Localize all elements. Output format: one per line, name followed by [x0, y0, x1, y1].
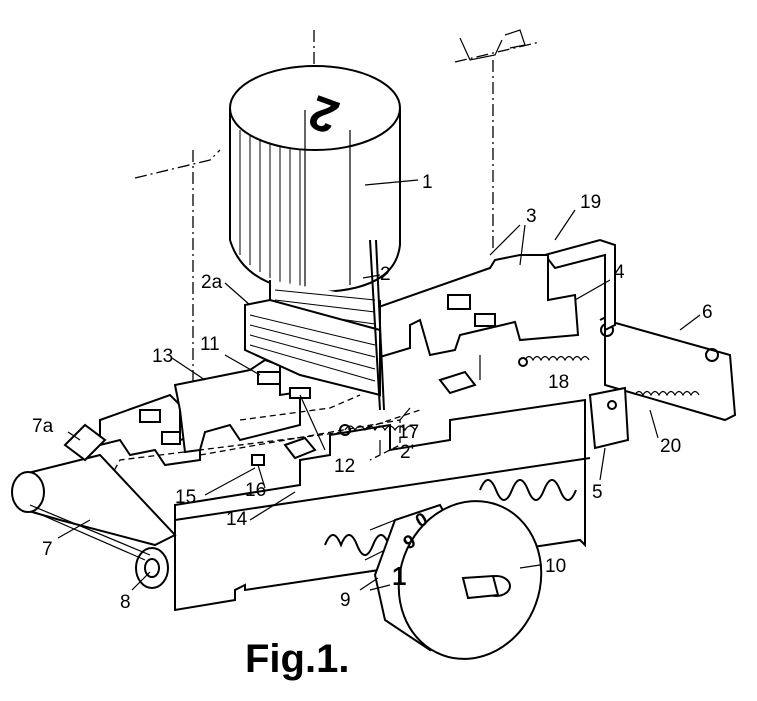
label-19: 19 [580, 192, 601, 213]
callout-labels: 1 2 2a 2' 3 4 5 6 7 7a 8 9 10 11 12 13 1… [32, 172, 713, 613]
leader-lines [57, 179, 701, 591]
pads [251, 370, 477, 466]
housing-wall [369, 254, 580, 362]
dial-digit-1: 1 [392, 561, 406, 591]
slide-bar-5 [174, 398, 591, 612]
label-2-prime: 2' [400, 442, 414, 463]
drum-1: 2 [229, 65, 401, 294]
label-10: 10 [545, 556, 566, 577]
label-14: 14 [226, 509, 248, 530]
center-lines [134, 29, 541, 420]
tab-5 [588, 386, 630, 450]
label-16: 16 [245, 480, 266, 501]
label-5: 5 [592, 482, 603, 503]
label-13: 13 [152, 346, 173, 367]
bracket-19 [543, 238, 616, 332]
label-4: 4 [614, 262, 625, 283]
drum-base-2a [244, 239, 385, 411]
left-wall [99, 358, 311, 467]
label-11: 11 [200, 334, 220, 355]
label-6: 6 [702, 302, 713, 323]
label-1: 1 [422, 172, 433, 193]
label-7: 7 [42, 539, 53, 560]
label-2a: 2a [201, 272, 223, 293]
label-20: 20 [660, 436, 681, 457]
label-8: 8 [120, 592, 131, 613]
label-2: 2 [380, 264, 391, 285]
bracket-6 [599, 314, 737, 422]
label-17: 17 [398, 422, 419, 443]
label-15: 15 [175, 487, 196, 508]
label-12: 12 [334, 456, 355, 477]
label-3: 3 [526, 206, 537, 227]
figure-caption: Fig.1. [245, 637, 349, 681]
label-18: 18 [548, 372, 569, 393]
dial-10: 0 9 1 [364, 500, 543, 660]
cover-plate-7 [11, 423, 177, 589]
label-7a: 7a [32, 416, 54, 437]
springs [324, 355, 700, 556]
label-9: 9 [340, 590, 351, 611]
